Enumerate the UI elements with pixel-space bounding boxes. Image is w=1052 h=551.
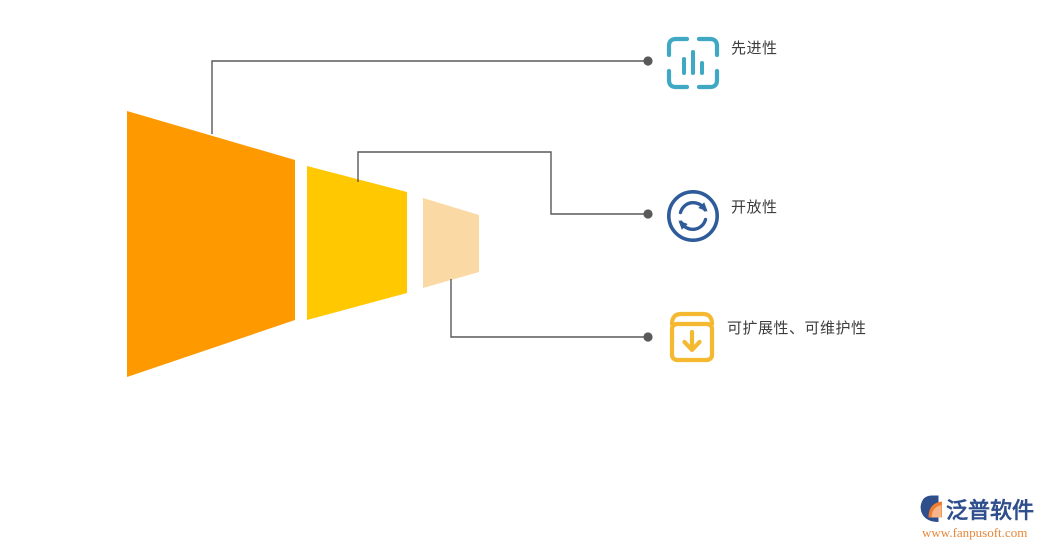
funnel-group (127, 111, 479, 377)
brand-name-text: 泛普软件 (946, 498, 1034, 523)
icon-outer-ring (666, 189, 720, 243)
connector-line-openness (357, 151, 645, 215)
refresh-arrow-head-top (698, 202, 708, 212)
fanpu-logo-mark (920, 495, 942, 522)
funnel-segment-middle (307, 166, 407, 320)
arrow-head (682, 339, 702, 353)
bar-chart-bars (682, 50, 704, 75)
refresh-arrow-heads (678, 202, 708, 230)
refresh-arrow-head-bottom (678, 220, 688, 230)
callout-icon-openness (665, 188, 721, 244)
connector-line-advancement (211, 60, 645, 134)
callout-icon-advancement (665, 35, 721, 91)
logo-mark-highlight (931, 505, 942, 518)
frame-corner-top-left (666, 36, 690, 58)
callout-icon-scalability (664, 309, 720, 365)
frame-corner-bottom-right (696, 68, 720, 90)
connector-line-scalability (450, 279, 645, 338)
connector-group (211, 60, 645, 338)
connector-dot-group (643, 56, 653, 342)
brand-url-text: www.fanpusoft.com (922, 525, 1027, 540)
bar-chart-frame-icon (666, 36, 720, 90)
download-arrow (682, 329, 702, 353)
connector-dot-scalability (643, 332, 653, 342)
connector-dot-openness (643, 209, 653, 219)
connector-dot-advancement (643, 56, 653, 66)
funnel-segment-inner (423, 198, 479, 288)
box-download-icon (669, 311, 715, 363)
callout-label-advancement: 先进性 (731, 40, 778, 57)
frame-corner-bottom-left (666, 68, 690, 90)
funnel-segment-outer (127, 111, 295, 377)
refresh-circle-icon (666, 189, 720, 243)
box-lid (669, 311, 715, 327)
brand-watermark-artwork: 泛普软件 www.fanpusoft.com (920, 495, 1034, 540)
callout-label-openness: 开放性 (731, 199, 778, 216)
brand-watermark: 泛普软件 www.fanpusoft.com (918, 492, 1044, 544)
frame-corner-top-right (696, 36, 720, 58)
box-body (669, 321, 715, 363)
callout-label-scalability: 可扩展性、可维护性 (727, 320, 867, 337)
